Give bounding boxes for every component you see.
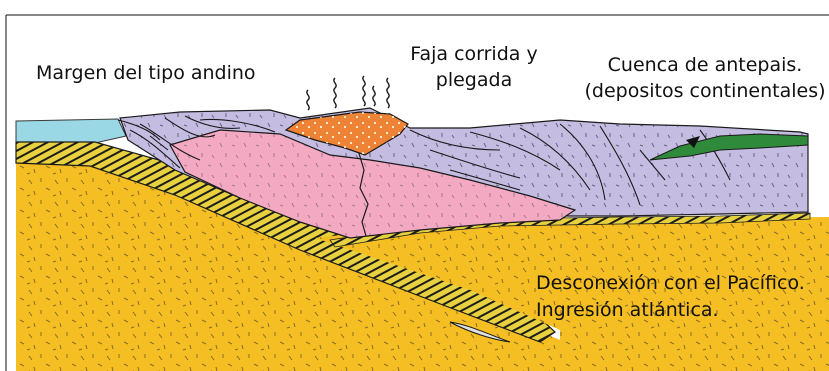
andean-margin-label: Margen del tipo andino [36, 60, 256, 86]
fold-belt-label-line-1: Faja corrida y [404, 41, 544, 67]
disconnection-label-line-1: Desconexión con el Pacífico. [536, 270, 805, 297]
ocean-layer [16, 119, 126, 143]
disconnection-label-line-2: Ingresión atlántica. [536, 297, 805, 324]
disconnection-label: Desconexión con el Pacífico. Ingresión a… [536, 270, 805, 324]
fold-belt-label-line-2: plegada [404, 67, 544, 93]
foreland-basin-label-line-1: Cuenca de antepais. [574, 52, 829, 78]
fold-belt-label: Faja corrida y plegada [404, 41, 544, 93]
volcanic-fume-icon [307, 76, 389, 110]
foreland-basin-label: Cuenca de antepais. (depositos continent… [574, 52, 829, 104]
foreland-basin-label-line-2: (depositos continentales) [574, 78, 829, 104]
